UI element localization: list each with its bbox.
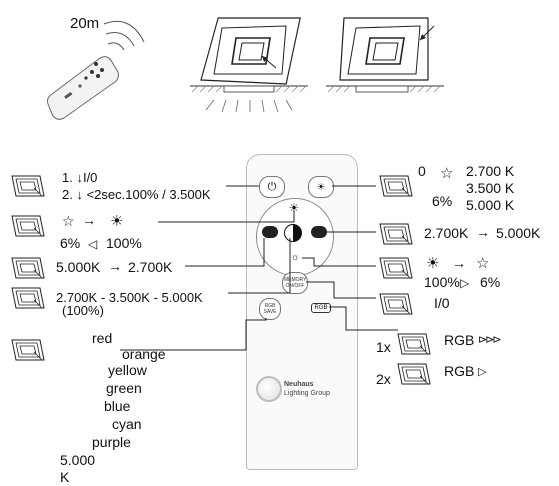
dim-from-label: 6% <box>60 235 81 251</box>
color-green: green <box>106 380 142 396</box>
power-line-1: 1. ↓I/0 <box>62 170 98 185</box>
power-button[interactable]: ⏻ <box>259 176 285 198</box>
panel-icon-colors <box>11 339 45 361</box>
cycle-label: 2.700K - 3.500K - 5.000K <box>56 290 203 305</box>
brand-logo <box>256 376 282 402</box>
right-cct-to: 5.000K <box>496 225 541 241</box>
right-cct-1: 2.700 K <box>466 163 515 179</box>
rgb-save-button[interactable]: RGB SAVE <box>259 298 281 320</box>
color-blue: blue <box>104 398 131 414</box>
right-six-pct: 6% <box>432 193 453 209</box>
panel-icon-dim <box>11 215 45 237</box>
panel-icon-right-io <box>379 293 413 315</box>
brightness-up-button[interactable]: ☀ <box>287 201 301 215</box>
rgb-label: RGB <box>314 305 328 311</box>
connector-lines <box>120 185 398 351</box>
brand-subtitle: Lighting Group <box>284 390 330 397</box>
cct-warm-button[interactable] <box>262 226 278 238</box>
ramp-icon: ▷ <box>460 276 470 290</box>
color-cyan: cyan <box>112 416 142 432</box>
dim-down-button[interactable]: ☀ <box>308 176 334 198</box>
panel-icon-right-cool <box>379 223 413 245</box>
panel-icon-rgb2 <box>397 363 431 385</box>
rgb1-label: RGB <box>444 332 475 348</box>
right-io: I/0 <box>434 295 450 311</box>
right-cct-2: 3.500 K <box>466 180 515 196</box>
sun-small-icon: ☼ <box>290 251 300 263</box>
brand-name: Neuhaus <box>284 381 314 388</box>
right-cct-from: 2.700K <box>424 225 469 241</box>
top-illustrations <box>47 17 444 120</box>
panel-icon-right-dim <box>379 257 413 279</box>
arrow-right-icon: → <box>476 224 490 240</box>
color-purple: purple <box>92 434 131 450</box>
sun-icon: ☀ <box>288 201 300 215</box>
memory-label: MEMORY ON/OFF <box>284 277 307 289</box>
bulb-bright-icon: ☀ <box>426 255 440 272</box>
rgb1-fast-icon: ⊳⊳⊳ <box>478 334 502 346</box>
rgb1-count: 1x <box>376 339 391 355</box>
rgb2-play-icon: ▷ <box>478 366 487 378</box>
right-dim-to: 6% <box>480 274 501 290</box>
panel-icon-cycle <box>11 287 45 309</box>
cct-from-label: 5.000K <box>56 259 101 275</box>
ceiling-panel-illustration-2 <box>326 17 444 93</box>
rgb-button[interactable]: RGB <box>311 303 331 313</box>
power-icon: ⏻ <box>267 180 277 193</box>
panel-icon-power <box>11 175 45 197</box>
arrow-right-icon: → <box>108 258 122 274</box>
rgb2-count: 2x <box>376 371 391 387</box>
color-temp-center-button[interactable] <box>284 224 302 242</box>
color-yellow: yellow <box>108 362 147 378</box>
power-line-2: 2. ↓ <2sec.100% / 3.500K <box>62 187 211 202</box>
rgb-save-label: RGB SAVE <box>263 303 277 315</box>
ceiling-panel-illustration-1 <box>190 17 308 113</box>
right-dim-from: 100% <box>424 274 460 290</box>
color-white-5000k: 5.000 K <box>60 452 96 485</box>
distance-label: 20m <box>70 15 100 32</box>
right-zero: 0 <box>418 163 426 179</box>
panel-icon-rgb1 <box>397 333 431 355</box>
bulb-icon: ☆ <box>440 165 454 182</box>
color-red: red <box>92 330 113 346</box>
rgb2-label: RGB <box>444 363 475 379</box>
bulb-dim-icon: ☆ <box>62 213 75 229</box>
ramp-icon: ◁ <box>88 237 98 251</box>
sun-small-icon: ☀ <box>316 181 326 193</box>
color-orange: orange <box>122 346 166 362</box>
arrow-right-icon: → <box>452 255 466 271</box>
arrow-right-icon: → <box>82 212 96 228</box>
panel-icon-cct-warm <box>11 257 45 279</box>
panel-icon-right-cct <box>379 175 413 197</box>
cycle-note: (100%) <box>62 303 104 318</box>
memory-button[interactable]: MEMORY ON/OFF <box>282 272 308 294</box>
bulb-bright-icon: ☀ <box>110 213 124 230</box>
dim-to-label: 100% <box>106 235 142 251</box>
cct-to-label: 2.700K <box>128 259 173 275</box>
brightness-down-button[interactable]: ☼ <box>288 250 302 264</box>
right-cct-3: 5.000 K <box>466 197 515 213</box>
bulb-dim-icon: ☆ <box>476 255 490 272</box>
mini-remote-icon <box>47 56 119 120</box>
signal-waves-icon <box>103 20 145 51</box>
